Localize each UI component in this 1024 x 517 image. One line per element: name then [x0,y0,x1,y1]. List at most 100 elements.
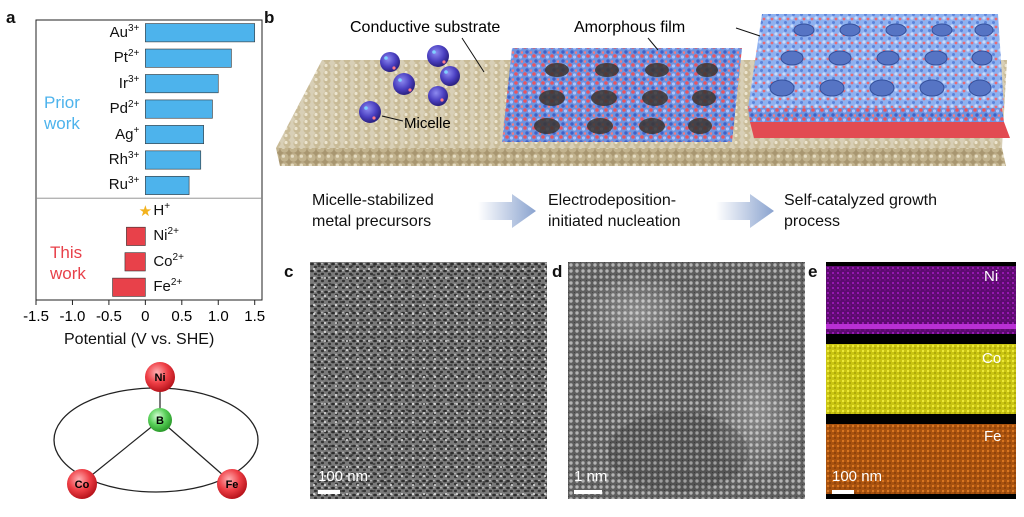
b-atom [148,408,172,432]
bar-co [124,252,146,272]
bar-pd [145,99,213,119]
x-tick-label: -1.0 [60,308,86,325]
micelle-leader-line [381,115,404,122]
bar-fe [112,277,146,297]
potential-bar-chart: ★ -1.5 -1.0 -0.5 0 0.5 1.0 1.5 [23,19,265,325]
panel-label-c: c [284,262,294,281]
ion-label-rh: Rh3+ [109,150,140,168]
tem-image [568,262,805,499]
eds-ni-label: Ni [984,268,999,285]
step-2-line1: Electrodeposition- [548,192,677,209]
panel-label-e: e [808,262,818,281]
micelle-label: Micelle [404,115,451,132]
sem-scale-bar [318,490,340,494]
step-2-line2: initiated nucleation [548,213,681,230]
bar-ir [145,74,219,94]
bar-rh [145,150,202,170]
eds-scale-label: 100 nm [832,468,883,485]
nucleation-pores [534,63,718,134]
ion-label-h: H+ [153,201,170,219]
ion-symbol: Pd [109,100,128,118]
substrate-front-edge [276,148,1006,166]
ion-label-fe: Fe2+ [153,277,182,295]
eds-map-fe [826,424,1016,494]
film-edge-leader-line [735,27,761,37]
fe-atom [217,469,247,499]
b-atom-label: B [156,415,164,427]
chart-frame [35,19,263,301]
eds-co-label: Co [982,350,1002,367]
ion-symbol: Rh [108,151,128,168]
bar-ni [126,226,146,246]
ion-symbol: H [153,201,165,219]
film-red-layer [750,122,1010,138]
this-work-label: This work [50,242,86,284]
ion-symbol: Ag [115,125,134,143]
prior-work-line1: Prior [44,93,80,112]
bar-pt [145,48,232,68]
ion-label-pd: Pd2+ [110,99,140,117]
step-arrow-1 [478,194,536,228]
ion-symbol: Co [153,252,173,270]
ion-charge: 2+ [172,251,184,263]
eds-fe-label: Fe [984,428,1002,445]
panel-label-a: a [6,8,16,27]
tem-scale-label: 1 nm [574,468,608,485]
ion-symbol: Ir [118,74,128,92]
step-arrow-2 [716,194,774,228]
x-tick-label: 1.5 [244,308,265,325]
ion-charge: 2+ [170,277,183,289]
ion-symbol: Ru [108,176,128,194]
ion-label-au: Au3+ [110,23,140,41]
eds-scale-bar [832,490,854,494]
x-tick-label: 0.5 [171,308,192,325]
ion-charge: 2+ [127,99,140,111]
tem-scale-bar [574,490,602,494]
ion-label-ag: Ag+ [115,125,139,143]
x-axis-label: Potential (V vs. SHE) [64,331,215,348]
ion-label-pt: Pt2+ [114,48,140,66]
ion-symbol: Ni [153,227,168,245]
bar-label-layer: Au3+Pt2+Ir3+Pd2+Ag+Rh3+Ru3+H+Ni2+Co2+Fe2… [0,0,270,360]
sem-image [310,262,547,499]
film-side [748,108,1004,122]
ion-charge: 2+ [167,226,179,238]
growth-schematic: Conductive substrate Amorphous film Mice… [276,14,1010,166]
film-leader-line [647,37,659,51]
ion-charge: + [133,124,140,136]
step-1-line1: Micelle-stabilized [312,192,434,209]
ion-symbol: Pt [113,49,128,67]
ion-symbol: Au [109,23,128,41]
panel-label-b: b [264,8,275,27]
co-atom-label: Co [75,479,90,491]
ion-label-ni: Ni2+ [153,226,179,244]
this-work-line2: work [50,264,86,283]
fe-atom-label: Fe [226,479,239,491]
step-3-line2: process [784,213,841,230]
x-tick-label: -0.5 [96,308,122,325]
ion-label-ru: Ru3+ [109,175,140,193]
hydrogen-reference-star-icon: ★ [139,203,152,220]
substrate-leader-line [461,37,485,73]
step-2-label: Electrodeposition- initiated nucleation [548,190,681,232]
ion-charge: 3+ [127,150,140,161]
ion-charge: 3+ [127,175,140,187]
x-tick-label: 1.0 [208,308,229,325]
x-tick-label: -1.5 [23,308,49,325]
step-1-line2: metal precursors [312,213,432,230]
film-label: Amorphous film [574,19,685,36]
bar-ru [145,175,190,195]
step-1-label: Micelle-stabilized metal precursors [312,190,434,232]
grown-film-pores [769,23,994,97]
step-3-line1: Self-catalyzed growth [784,192,937,209]
ni-atom-label: Ni [155,372,166,384]
micelle-clusters [359,45,460,123]
ion-label-ir: Ir3+ [119,74,140,92]
ion-label-co: Co2+ [153,252,184,270]
eds-map-co [826,344,1016,414]
panel-label-d: d [552,262,563,281]
ion-charge: 2+ [127,48,140,60]
x-tick-label: 0 [141,308,149,325]
eds-map-ni [826,266,1016,334]
ion-symbol: Fe [153,278,171,296]
